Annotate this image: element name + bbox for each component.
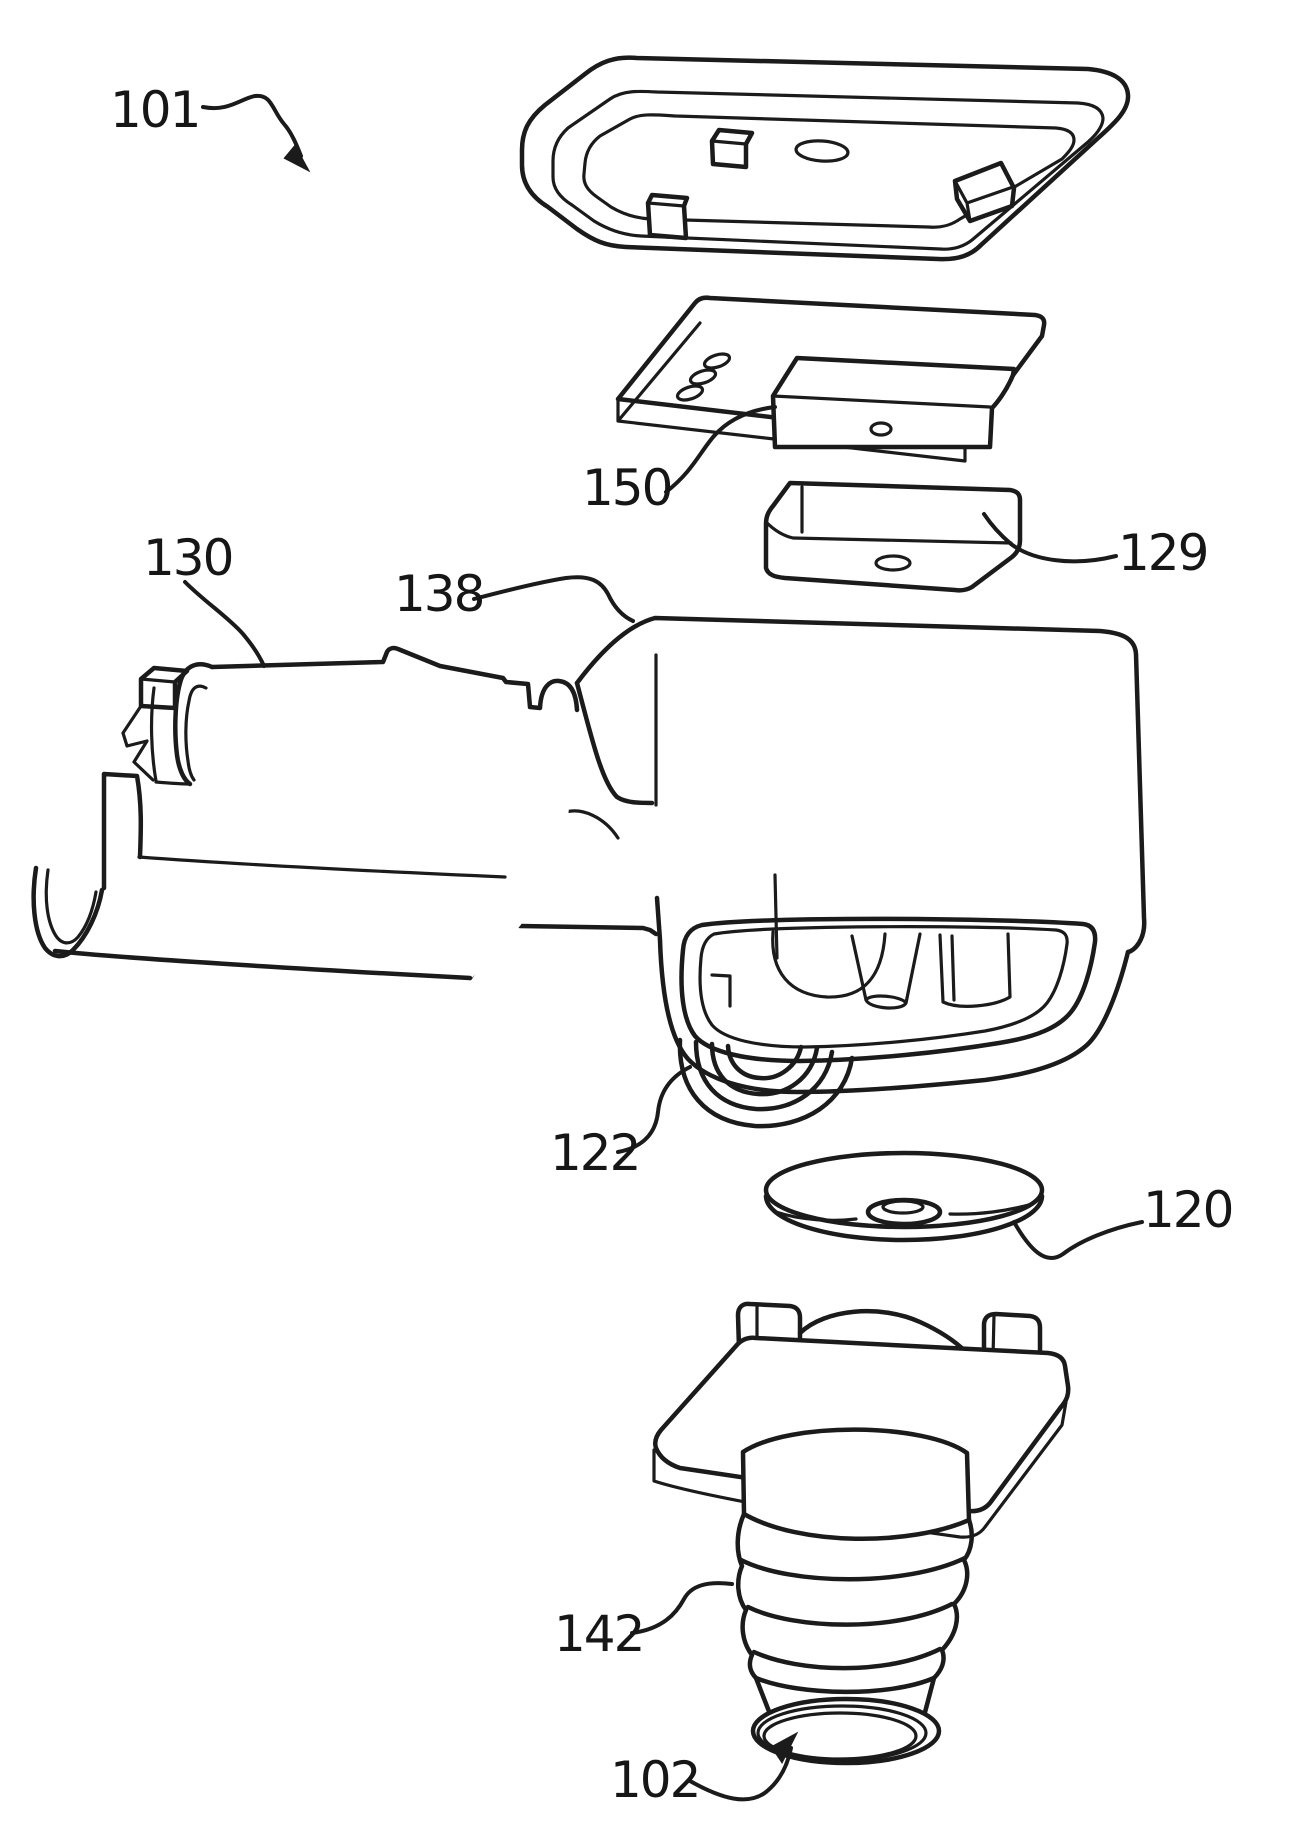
thread-left-edge <box>735 1511 759 1681</box>
cover-plate <box>519 55 1131 262</box>
housing-front-crease <box>773 873 779 960</box>
sleeve-channel-inner <box>44 868 98 945</box>
label-120: 120 <box>1143 1181 1232 1239</box>
leader-122 <box>616 1065 692 1154</box>
cover-boss-right <box>952 160 1017 224</box>
washer-120 <box>763 1150 1045 1243</box>
coil-arc-1 <box>677 1037 855 1129</box>
interior-dome <box>771 930 887 999</box>
block-129 <box>763 480 1023 593</box>
leader-129 <box>982 512 1118 564</box>
cover-rim-line <box>551 89 1105 251</box>
arrowhead-102 <box>770 1731 799 1764</box>
label-129: 129 <box>1118 524 1207 582</box>
sleeve-arch-base <box>149 686 192 786</box>
housing-body-top-right-edge <box>574 615 1147 955</box>
leader-130 <box>183 580 266 668</box>
washer-face-arcs <box>774 1202 1034 1222</box>
cover-pin-boss-edge <box>646 201 688 240</box>
housing-body-fill <box>520 618 1145 1092</box>
leader-lines <box>183 93 1144 1802</box>
reference-labels: 101 150 129 130 138 122 120 142 102 <box>110 81 1234 1809</box>
cover-boss-right-edges <box>953 179 1015 223</box>
coil-arc-3 <box>709 1041 820 1097</box>
label-142: 142 <box>554 1605 643 1663</box>
sleeve-bottom-edge <box>52 948 473 981</box>
opening-rim-inner <box>698 925 1069 1049</box>
plate-block-hole <box>869 421 893 437</box>
washer-top-face <box>763 1150 1045 1230</box>
thread-4 <box>751 1646 943 1671</box>
block-129-edges <box>764 485 1013 545</box>
plate-oval-hole-2 <box>688 368 718 386</box>
sleeve-top-edge <box>209 645 580 713</box>
leader-101 <box>201 93 303 158</box>
sleeve-mid-line <box>137 855 507 879</box>
label-102: 102 <box>610 1751 699 1809</box>
washer-hole-inner <box>881 1199 925 1215</box>
sleeve-channel-outer <box>31 865 105 959</box>
housing-body-138 <box>467 615 1147 1095</box>
block-129-hole <box>874 554 912 572</box>
leader-102 <box>688 1746 793 1802</box>
plate-block-front-edge <box>771 394 994 410</box>
sleeve-wedge-zigzag <box>121 704 155 782</box>
washer-thickness <box>763 1193 1045 1243</box>
base-collar <box>740 1427 972 1541</box>
cover-pin-boss <box>645 192 690 241</box>
leader-120 <box>1012 1220 1144 1261</box>
leader-138 <box>472 575 635 623</box>
housing-saddle-curve <box>574 680 655 806</box>
label-122: 122 <box>550 1124 639 1182</box>
leader-142 <box>630 1581 734 1635</box>
coil-arc-4 <box>725 1043 804 1081</box>
frustum-sides <box>753 1675 937 1719</box>
label-138: 138 <box>394 565 483 623</box>
housing-sleeve-130 <box>31 645 580 981</box>
tip-ring-2 <box>762 1711 918 1761</box>
coil-arc-2 <box>693 1039 835 1112</box>
label-101: 101 <box>110 81 199 139</box>
opening-rim-outer <box>679 916 1098 1064</box>
sleeve-fill <box>34 662 577 980</box>
plate-150 <box>615 295 1047 463</box>
threaded-base-part <box>652 1301 1071 1766</box>
plate-oval-hole-3 <box>675 384 705 402</box>
thread-2 <box>738 1555 968 1582</box>
sleeve-arch-inner <box>184 684 208 782</box>
interior-post <box>938 932 1012 1008</box>
cover-oval-hole <box>794 139 850 163</box>
sleeve-step-edges <box>101 771 144 891</box>
label-130: 130 <box>143 529 232 587</box>
sleeve-arch-outer <box>173 662 215 787</box>
thread-3 <box>745 1601 955 1627</box>
interior-cone <box>850 932 922 1010</box>
plate-oval-hole-1 <box>702 352 732 370</box>
frustum-top-curve <box>753 1675 937 1695</box>
leader-150 <box>664 405 777 494</box>
thread-right-edge <box>931 1517 974 1681</box>
coil-spring-122 <box>677 1037 855 1129</box>
label-150: 150 <box>582 459 671 517</box>
cover-inner-face-line <box>582 113 1076 229</box>
base-dome <box>797 1308 969 1355</box>
sleeve-clip-edge <box>139 677 177 684</box>
cover-boss-left-edge <box>710 139 748 169</box>
arrowhead-101 <box>283 144 311 173</box>
interior-step <box>710 973 732 1008</box>
